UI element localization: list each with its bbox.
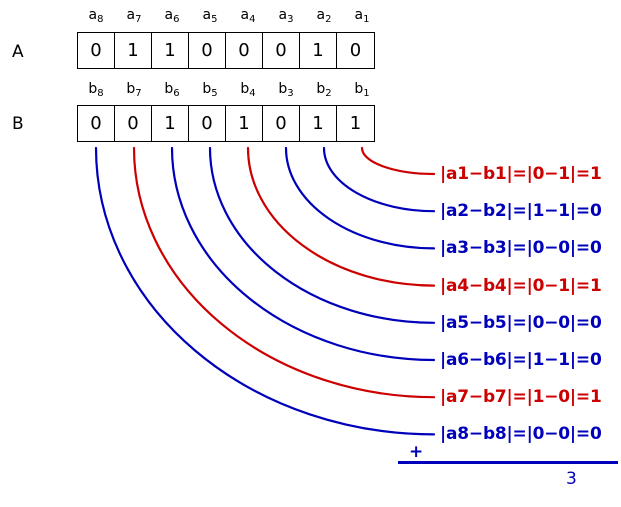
bit-cell: 0 xyxy=(189,33,226,68)
bit-header-a6: a6 xyxy=(164,7,180,25)
bit-cell: 0 xyxy=(78,33,115,68)
sum-rule-line xyxy=(398,461,618,464)
bit-header-b8: b8 xyxy=(88,81,104,99)
connector-arc-8 xyxy=(94,146,436,436)
bit-header-a1: a1 xyxy=(354,7,370,25)
bit-header-a7: a7 xyxy=(126,7,142,25)
sum-total: 3 xyxy=(566,469,577,489)
bit-header-a3: a3 xyxy=(278,7,294,25)
bit-cell: 0 xyxy=(189,106,226,141)
bit-header-b5: b5 xyxy=(202,81,218,99)
bit-cell: 1 xyxy=(152,106,189,141)
bit-header-b2: b2 xyxy=(316,81,332,99)
bit-header-b6: b6 xyxy=(164,81,180,99)
equation-a7-b7: |a7−b7|=|1−0|=1 xyxy=(440,387,602,408)
row-label-b: B xyxy=(12,114,24,134)
plus-operator: + xyxy=(409,442,424,462)
bit-cell: 0 xyxy=(226,33,263,68)
equation-a2-b2: |a2−b2|=|1−1|=0 xyxy=(440,201,602,222)
bit-cell: 1 xyxy=(226,106,263,141)
equation-a1-b1: |a1−b1|=|0−1|=1 xyxy=(440,164,602,184)
connector-arc-2 xyxy=(322,146,436,213)
bit-cell: 0 xyxy=(263,106,300,141)
bit-cell: 1 xyxy=(115,33,152,68)
bit-cell: 0 xyxy=(263,33,300,68)
connector-arc-6 xyxy=(170,146,436,362)
bit-cell: 0 xyxy=(115,106,152,141)
connector-arc-3 xyxy=(284,146,436,250)
bit-header-b7: b7 xyxy=(126,81,142,99)
connector-arc-5 xyxy=(208,146,436,324)
bit-header-b1: b1 xyxy=(354,81,370,99)
equation-a3-b3: |a3−b3|=|0−0|=0 xyxy=(440,238,602,259)
bit-header-b3: b3 xyxy=(278,81,294,99)
connector-arc-7 xyxy=(132,146,436,399)
equation-a6-b6: |a6−b6|=|1−1|=0 xyxy=(440,350,602,370)
bit-cell: 1 xyxy=(300,106,337,141)
bit-cell: 0 xyxy=(78,106,115,141)
bit-cell: 1 xyxy=(152,33,189,68)
bit-header-a5: a5 xyxy=(202,7,218,25)
bit-cell: 1 xyxy=(349,112,362,134)
bit-header-a8: a8 xyxy=(88,7,104,25)
connector-arc-4 xyxy=(246,146,436,287)
row-label-a: A xyxy=(12,42,24,62)
bit-header-a2: a2 xyxy=(316,7,332,25)
bit-header-b4: b4 xyxy=(240,81,256,99)
equation-a4-b4: |a4−b4|=|0−1|=1 xyxy=(440,275,602,296)
equation-a5-b5: |a5−b5|=|0−0|=0 xyxy=(440,312,602,333)
bit-cell: 1 xyxy=(300,33,337,68)
connector-arc-1 xyxy=(360,146,436,176)
equation-a8-b8: |a8−b8|=|0−0|=0 xyxy=(440,424,602,445)
bit-header-a4: a4 xyxy=(240,7,256,25)
bit-cell: 0 xyxy=(349,39,362,61)
